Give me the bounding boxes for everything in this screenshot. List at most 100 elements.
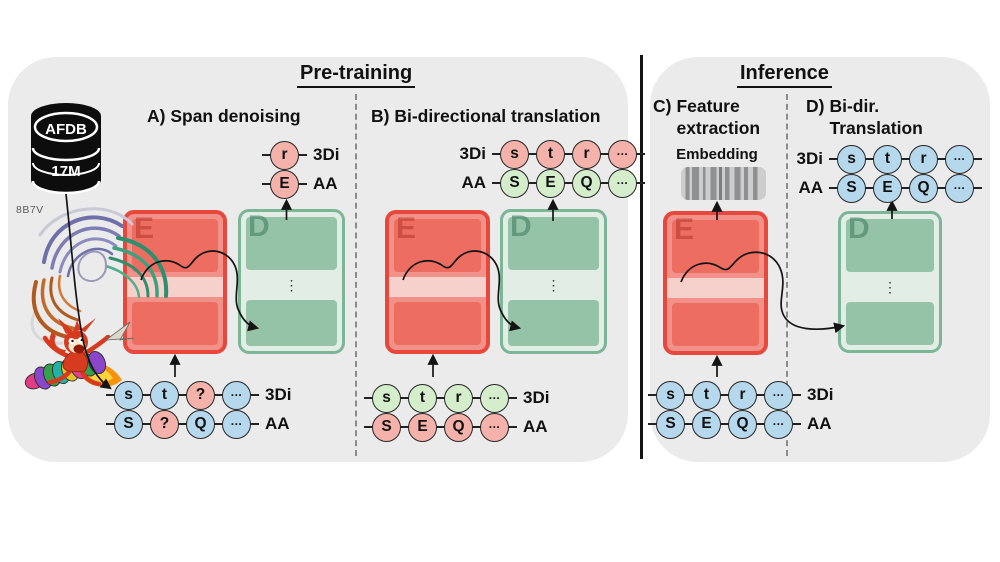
encoder-layer-bottom xyxy=(394,302,481,345)
token-ellipsis: ... xyxy=(945,173,974,203)
token-s: s xyxy=(500,139,529,169)
token-t: t xyxy=(692,380,721,410)
encoder-letter: E xyxy=(396,212,417,245)
encoder-layer-bottom xyxy=(132,302,218,345)
token-chain: S?Q... xyxy=(106,409,259,439)
token-r: r xyxy=(270,140,299,170)
decoder-block-b: D ⋮ xyxy=(500,209,607,354)
row-label-3di: 3Di xyxy=(796,149,823,168)
row-label-aa: AA xyxy=(313,174,338,193)
decoder-middle-band: ⋮ xyxy=(841,277,939,297)
row-label-aa: AA xyxy=(798,178,823,197)
decoder-letter: D xyxy=(848,212,870,245)
token-chain: E xyxy=(262,169,307,199)
a-output-aa-row: E AA xyxy=(262,169,338,199)
token-ellipsis: ... xyxy=(480,383,509,413)
token-r: r xyxy=(909,144,938,174)
token-ellipsis: ... xyxy=(480,412,509,442)
encoder-block-a: E xyxy=(123,210,227,354)
a-output-3di-row: r 3Di xyxy=(262,140,339,170)
token-ellipsis: ... xyxy=(222,409,251,439)
row-label-3di: 3Di xyxy=(265,385,292,404)
token-t: t xyxy=(873,144,902,174)
section-a-title: A) Span denoising xyxy=(147,106,301,126)
token-s: s xyxy=(656,380,685,410)
token-s: s xyxy=(372,383,401,413)
section-c-line2: extraction xyxy=(676,118,761,138)
decoder-layer-bottom xyxy=(846,302,934,345)
embedding-label: Embedding xyxy=(676,146,758,163)
decoder-middle-band: ⋮ xyxy=(503,275,604,295)
token-Q: Q xyxy=(444,412,473,442)
token-ellipsis: ... xyxy=(945,144,974,174)
token-s: s xyxy=(114,380,143,410)
token-E: E xyxy=(692,409,721,439)
row-label-3di: 3Di xyxy=(807,385,834,404)
decoder-block-a: D ⋮ xyxy=(238,209,345,354)
decoder-letter: D xyxy=(510,210,532,243)
token-t: t xyxy=(536,139,565,169)
section-d-title: D) Bi-dir. Translation xyxy=(806,95,923,139)
section-divider-a-b xyxy=(355,94,357,456)
token-r: r xyxy=(572,139,601,169)
encoder-layer-bottom xyxy=(672,303,759,346)
token-S: S xyxy=(372,412,401,442)
token-?: ? xyxy=(150,409,179,439)
encoder-letter: E xyxy=(674,213,695,246)
token-s: s xyxy=(837,144,866,174)
token-Q: Q xyxy=(909,173,938,203)
inference-title: Inference xyxy=(737,62,832,88)
token-chain: r xyxy=(262,140,307,170)
token-ellipsis: ... xyxy=(764,409,793,439)
encoder-middle-band xyxy=(667,278,764,298)
pdb-id-label: 8B7V xyxy=(16,204,44,216)
token-Q: Q xyxy=(572,168,601,198)
token-ellipsis: ... xyxy=(608,168,637,198)
token-ellipsis: ... xyxy=(222,380,251,410)
section-c-title: C) Feature extraction xyxy=(653,95,760,139)
encoder-middle-band xyxy=(389,277,486,297)
decoder-block-d: D ⋮ xyxy=(838,211,942,353)
section-b-title: B) Bi-directional translation xyxy=(371,106,601,126)
a-input-aa-row: S?Q... AA xyxy=(106,409,290,439)
vertical-ellipsis: ⋮ xyxy=(546,277,561,293)
token-S: S xyxy=(500,168,529,198)
token-S: S xyxy=(114,409,143,439)
token-E: E xyxy=(270,169,299,199)
row-label-aa: AA xyxy=(461,173,486,192)
row-label-3di: 3Di xyxy=(459,144,486,163)
token-E: E xyxy=(408,412,437,442)
decoder-letter: D xyxy=(248,210,270,243)
section-d-line1: Bi-dir. xyxy=(829,96,880,116)
panel-separator-line xyxy=(640,55,643,459)
pretraining-title: Pre-training xyxy=(297,62,416,88)
embedding-barcode xyxy=(681,167,766,200)
decoder-middle-band: ⋮ xyxy=(241,275,342,295)
encoder-middle-band xyxy=(127,277,223,297)
row-label-aa: AA xyxy=(523,417,548,436)
token-E: E xyxy=(873,173,902,203)
section-d-prefix: D) xyxy=(806,96,825,116)
decoder-layer-bottom xyxy=(246,300,337,346)
encoder-block-b: E xyxy=(385,210,490,354)
row-label-3di: 3Di xyxy=(313,145,340,164)
token-r: r xyxy=(444,383,473,413)
encoder-letter: E xyxy=(134,212,155,245)
row-label-3di: 3Di xyxy=(523,388,550,407)
row-label-aa: AA xyxy=(265,414,290,433)
token-ellipsis: ... xyxy=(764,380,793,410)
token-E: E xyxy=(536,168,565,198)
decoder-layer-top xyxy=(508,217,599,270)
